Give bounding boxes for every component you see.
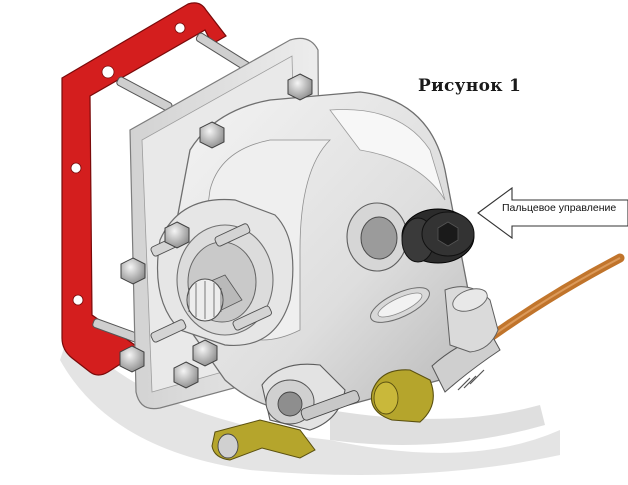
hex-nuts [119, 73, 313, 389]
callout-arrow [477, 186, 628, 240]
ground-shadow [60, 330, 560, 475]
finger-control-plug [401, 208, 475, 264]
callout-label: Пальцевое управление [502, 202, 617, 214]
splined-shaft [186, 274, 243, 322]
red-gasket [61, 2, 227, 376]
clevis-fork [211, 390, 360, 461]
figure-caption: Рисунок 1 [418, 76, 522, 96]
cable-boss [444, 286, 499, 353]
flange-studs [150, 223, 272, 343]
cable-lock-nut [370, 369, 434, 423]
side-port [346, 202, 408, 272]
